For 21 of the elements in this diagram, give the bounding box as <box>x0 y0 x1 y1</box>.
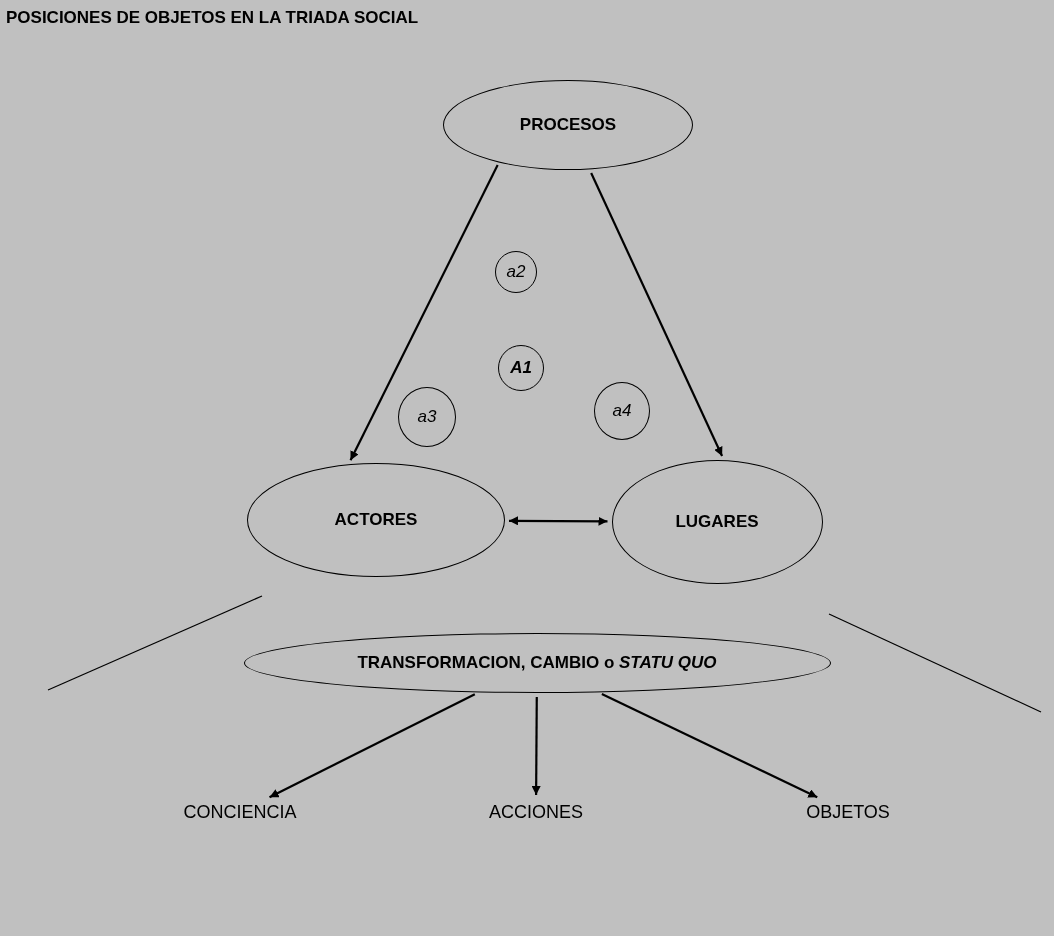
circle-node <box>594 382 650 440</box>
title: POSICIONES DE OBJETOS EN LA TRIADA SOCIAL <box>6 8 419 28</box>
arrow <box>349 164 499 461</box>
arrow <box>601 693 818 799</box>
node-text: a2 <box>506 262 526 282</box>
node-text: PROCESOS <box>519 115 617 135</box>
arrow <box>269 693 476 799</box>
node-text: LUGARES <box>675 512 759 532</box>
node-text: TRANSFORMACION, CAMBIO o STATU QUO <box>357 653 717 673</box>
node-text: a4 <box>612 401 632 421</box>
node-label: CONCIENCIA <box>160 799 320 825</box>
arrow <box>509 516 608 526</box>
node-label: ACCIONES <box>471 799 601 825</box>
circle-node <box>498 345 544 391</box>
node-text: a3 <box>417 407 437 427</box>
circle-node <box>495 251 537 293</box>
node-label: OBJETOS <box>793 799 903 825</box>
node-text: A1 <box>510 358 532 378</box>
node-text: ACTORES <box>334 510 418 530</box>
arrow <box>531 697 541 795</box>
arrow <box>590 172 724 457</box>
